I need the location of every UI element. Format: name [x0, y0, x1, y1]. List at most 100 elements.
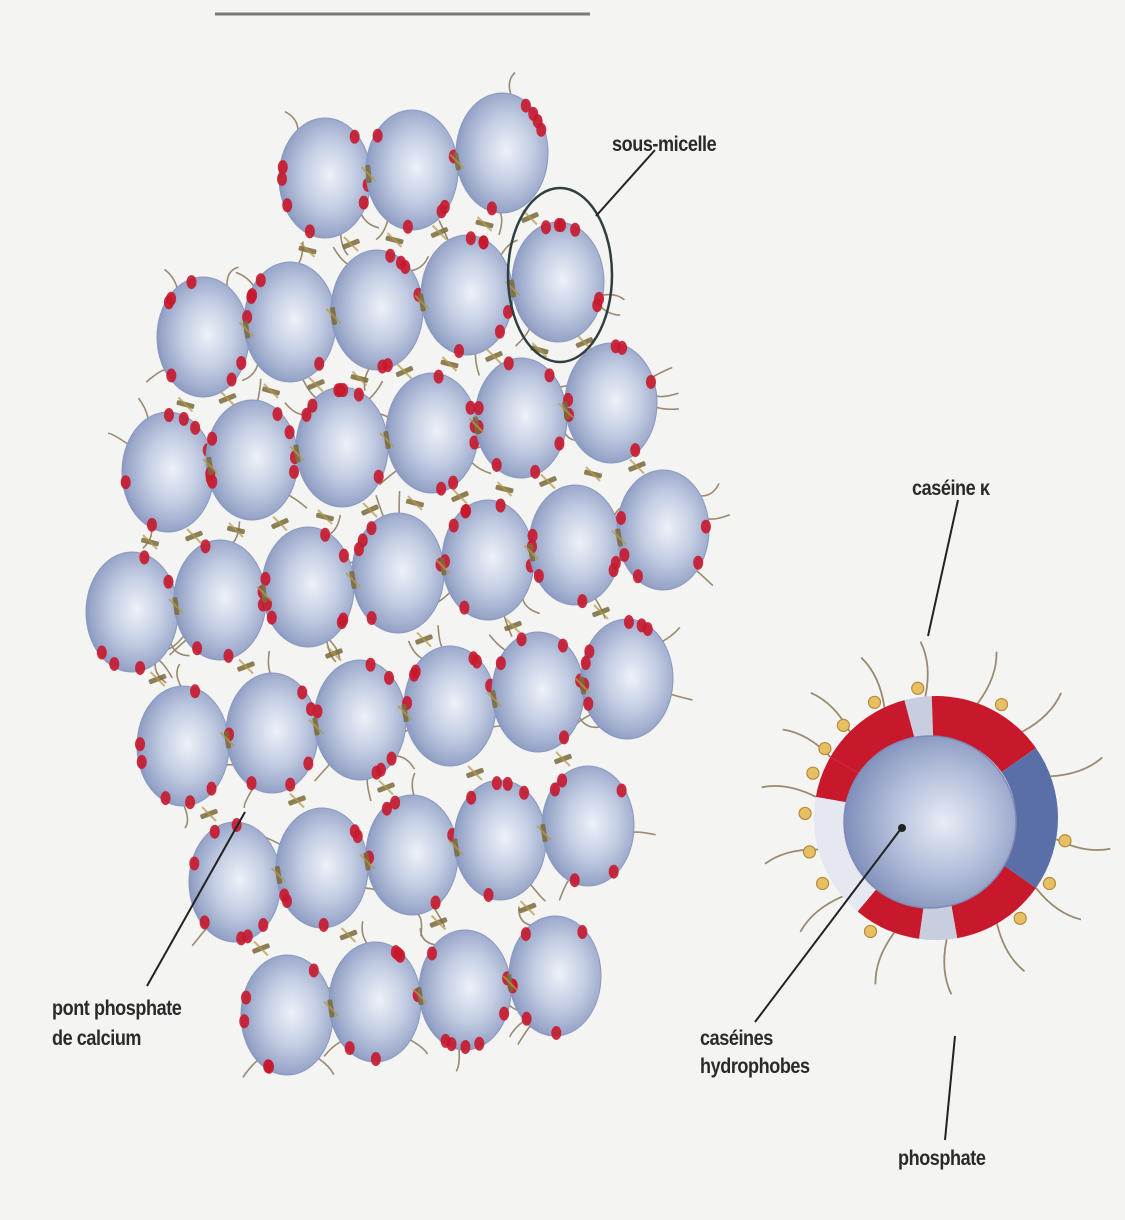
kappa-casein-hair: [510, 1021, 525, 1037]
kappa-casein-patch: [609, 563, 619, 577]
phosphate-bead: [807, 767, 819, 779]
kappa-casein-patch: [258, 918, 268, 932]
kappa-casein-patch: [241, 991, 251, 1005]
kappa-casein-patch: [448, 476, 458, 490]
kappa-casein-patch: [556, 218, 566, 232]
label-caseines-line2: hydrophobes: [700, 1054, 810, 1080]
calcium-phosphate-bridge: [176, 398, 195, 412]
kappa-casein-patch: [551, 1026, 561, 1040]
submicelle: [260, 527, 354, 647]
kappa-casein-patch: [594, 292, 604, 306]
kappa-casein-patch: [260, 572, 270, 586]
kappa-casein-hair: [367, 779, 371, 801]
kappa-casein-patch: [400, 260, 410, 274]
kappa-casein-patch: [495, 325, 505, 339]
kappa-casein-patch: [366, 521, 376, 535]
kappa-casein-hair: [978, 652, 997, 704]
phosphate-bead: [803, 846, 815, 858]
kappa-casein-patch: [236, 356, 246, 370]
kappa-casein-patch: [371, 1052, 381, 1066]
kappa-casein-hair: [762, 786, 816, 797]
kappa-casein-patch: [239, 1014, 249, 1028]
kappa-casein-patch: [139, 550, 149, 564]
kappa-casein-patch: [179, 412, 189, 426]
kappa-casein-patch: [617, 783, 627, 797]
kappa-casein-patch: [431, 896, 441, 910]
phosphate-bead: [1059, 835, 1071, 847]
kappa-casein-hair: [399, 491, 400, 513]
phosphate-bead: [1043, 878, 1055, 890]
submicelle: [512, 218, 604, 342]
kappa-casein-patch: [373, 129, 383, 143]
kappa-casein-hair: [489, 635, 505, 650]
kappa-casein-hair: [531, 885, 546, 901]
kappa-casein-patch: [487, 201, 497, 215]
calcium-phosphate-bridge: [342, 237, 361, 251]
kappa-casein-patch: [137, 755, 147, 769]
kappa-casein-patch: [314, 357, 324, 371]
kappa-casein-patch: [163, 575, 173, 589]
kappa-casein-patch: [372, 766, 382, 780]
calcium-phosphate-bridge: [325, 647, 344, 661]
kappa-casein-hair: [369, 381, 382, 399]
submicelle: [205, 400, 300, 520]
calcium-phosphate-bridge: [252, 942, 271, 956]
kappa-casein-patch: [577, 925, 587, 939]
kappa-casein-patch: [554, 437, 564, 451]
kappa-casein-hair: [657, 393, 679, 396]
kappa-casein-hair: [192, 929, 206, 946]
submicelle: [352, 513, 446, 633]
kappa-casein-patch: [285, 778, 295, 792]
kappa-casein-patch: [633, 569, 643, 583]
kappa-casein-hair: [333, 247, 347, 264]
submicelle: [542, 766, 634, 887]
kappa-casein-hair: [362, 921, 367, 943]
kappa-casein-patch: [460, 1040, 470, 1054]
submicelle: [616, 470, 711, 590]
kappa-casein-patch: [492, 458, 502, 472]
submicelle: [579, 615, 673, 739]
phosphate-bead: [819, 743, 831, 755]
kappa-casein-patch: [312, 704, 322, 718]
kappa-casein-hair: [1022, 693, 1061, 732]
kappa-casein-patch: [522, 1012, 532, 1026]
kappa-casein-hair: [634, 832, 656, 835]
kappa-casein-patch: [282, 894, 292, 908]
submicelle: [329, 942, 423, 1066]
kappa-casein-patch: [223, 649, 233, 663]
submicelle: [454, 776, 546, 902]
kappa-casein-patch: [247, 776, 257, 790]
kappa-casein-patch: [207, 782, 217, 796]
calcium-phosphate-bridge: [430, 226, 448, 240]
kappa-casein-hair: [997, 924, 1025, 972]
kappa-casein-patch: [384, 671, 394, 685]
kappa-casein-patch: [630, 443, 640, 457]
kappa-casein-hair: [236, 272, 254, 285]
submicelle: [239, 955, 333, 1075]
kappa-casein-hair: [559, 880, 568, 900]
label-caseine-kappa: caséine κ: [912, 476, 989, 502]
kappa-casein-hair: [138, 398, 148, 418]
kappa-casein-hair: [708, 515, 730, 519]
kappa-casein-hair: [146, 370, 164, 382]
calcium-phosphate-bridge: [475, 217, 494, 231]
kappa-casein-patch: [185, 795, 195, 809]
kappa-casein-patch: [97, 646, 107, 660]
kappa-casein-patch: [207, 432, 217, 446]
kappa-casein-hair: [697, 571, 713, 586]
submicelle: [421, 231, 513, 358]
kappa-casein-hair: [671, 694, 692, 700]
hydrophobic-core: [844, 736, 1016, 908]
kappa-casein-hair: [944, 940, 951, 995]
kappa-casein-patch: [246, 290, 256, 304]
kappa-casein-patch: [243, 929, 253, 943]
kappa-casein-hair: [523, 599, 540, 613]
kappa-casein-patch: [121, 475, 131, 489]
kappa-casein-patch: [474, 1037, 484, 1051]
calcium-phosphate-bridge: [200, 807, 219, 821]
kappa-casein-patch: [496, 498, 506, 512]
kappa-casein-patch: [161, 791, 171, 805]
kappa-casein-patch: [637, 618, 647, 632]
calcium-phosphate-bridge: [415, 633, 434, 647]
